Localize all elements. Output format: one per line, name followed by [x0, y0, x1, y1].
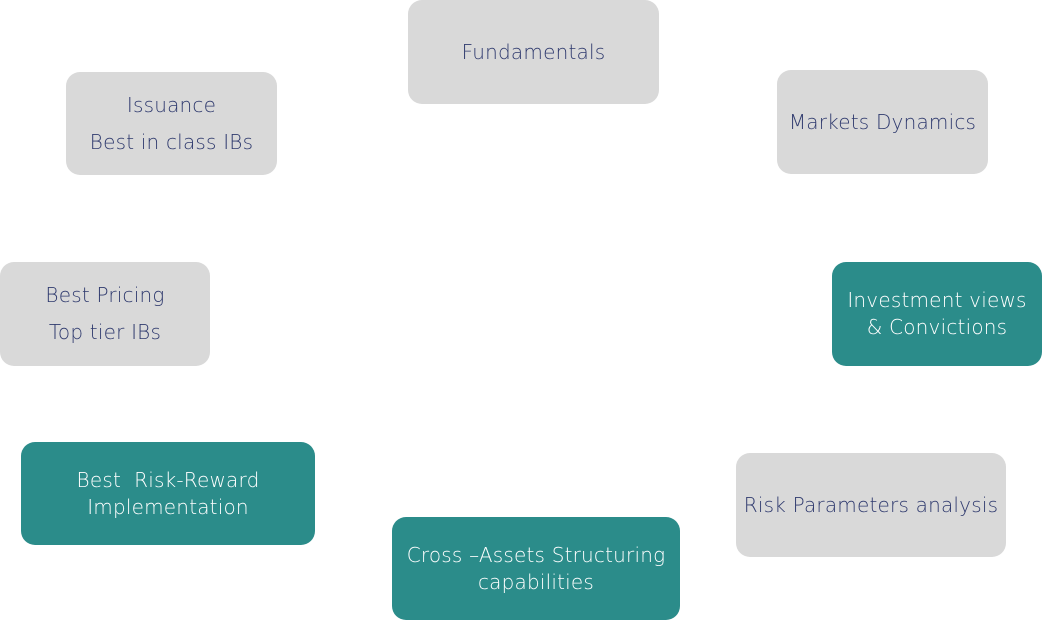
- node-risk-parameters-label: Risk Parameters analysis: [743, 492, 999, 517]
- node-issuance: Issuance Best in class IBs: [66, 72, 277, 175]
- node-cross-assets: Cross –Assets Structuring capabilities: [392, 517, 680, 620]
- node-issuance-line-1: Issuance: [126, 92, 217, 117]
- node-cross-assets-line-1: Cross –Assets Structuring: [406, 542, 666, 567]
- node-investment-views-line-2: & Convictions: [866, 315, 1008, 339]
- node-best-pricing-line-1: Best Pricing: [45, 283, 165, 307]
- node-risk-parameters: Risk Parameters analysis: [736, 453, 1006, 557]
- node-fundamentals: Fundamentals: [408, 0, 659, 104]
- node-issuance-line-2: Best in class IBs: [89, 129, 254, 154]
- node-best-pricing: Best Pricing Top tier IBs: [0, 262, 210, 366]
- node-fundamentals-label: Fundamentals: [461, 39, 606, 64]
- node-best-risk-reward: Best Risk-Reward Implementation: [21, 442, 315, 545]
- node-markets-dynamics: Markets Dynamics: [777, 70, 988, 174]
- node-best-risk-reward-line-1: Best Risk-Reward: [76, 467, 260, 492]
- node-investment-views: Investment views & Convictions: [832, 262, 1042, 366]
- node-best-pricing-line-2: Top tier IBs: [48, 320, 162, 344]
- node-markets-dynamics-label: Markets Dynamics: [788, 109, 977, 134]
- node-cross-assets-line-2: capabilities: [477, 569, 595, 594]
- node-investment-views-line-1: Investment views: [847, 288, 1027, 312]
- node-best-risk-reward-line-2: Implementation: [87, 494, 249, 519]
